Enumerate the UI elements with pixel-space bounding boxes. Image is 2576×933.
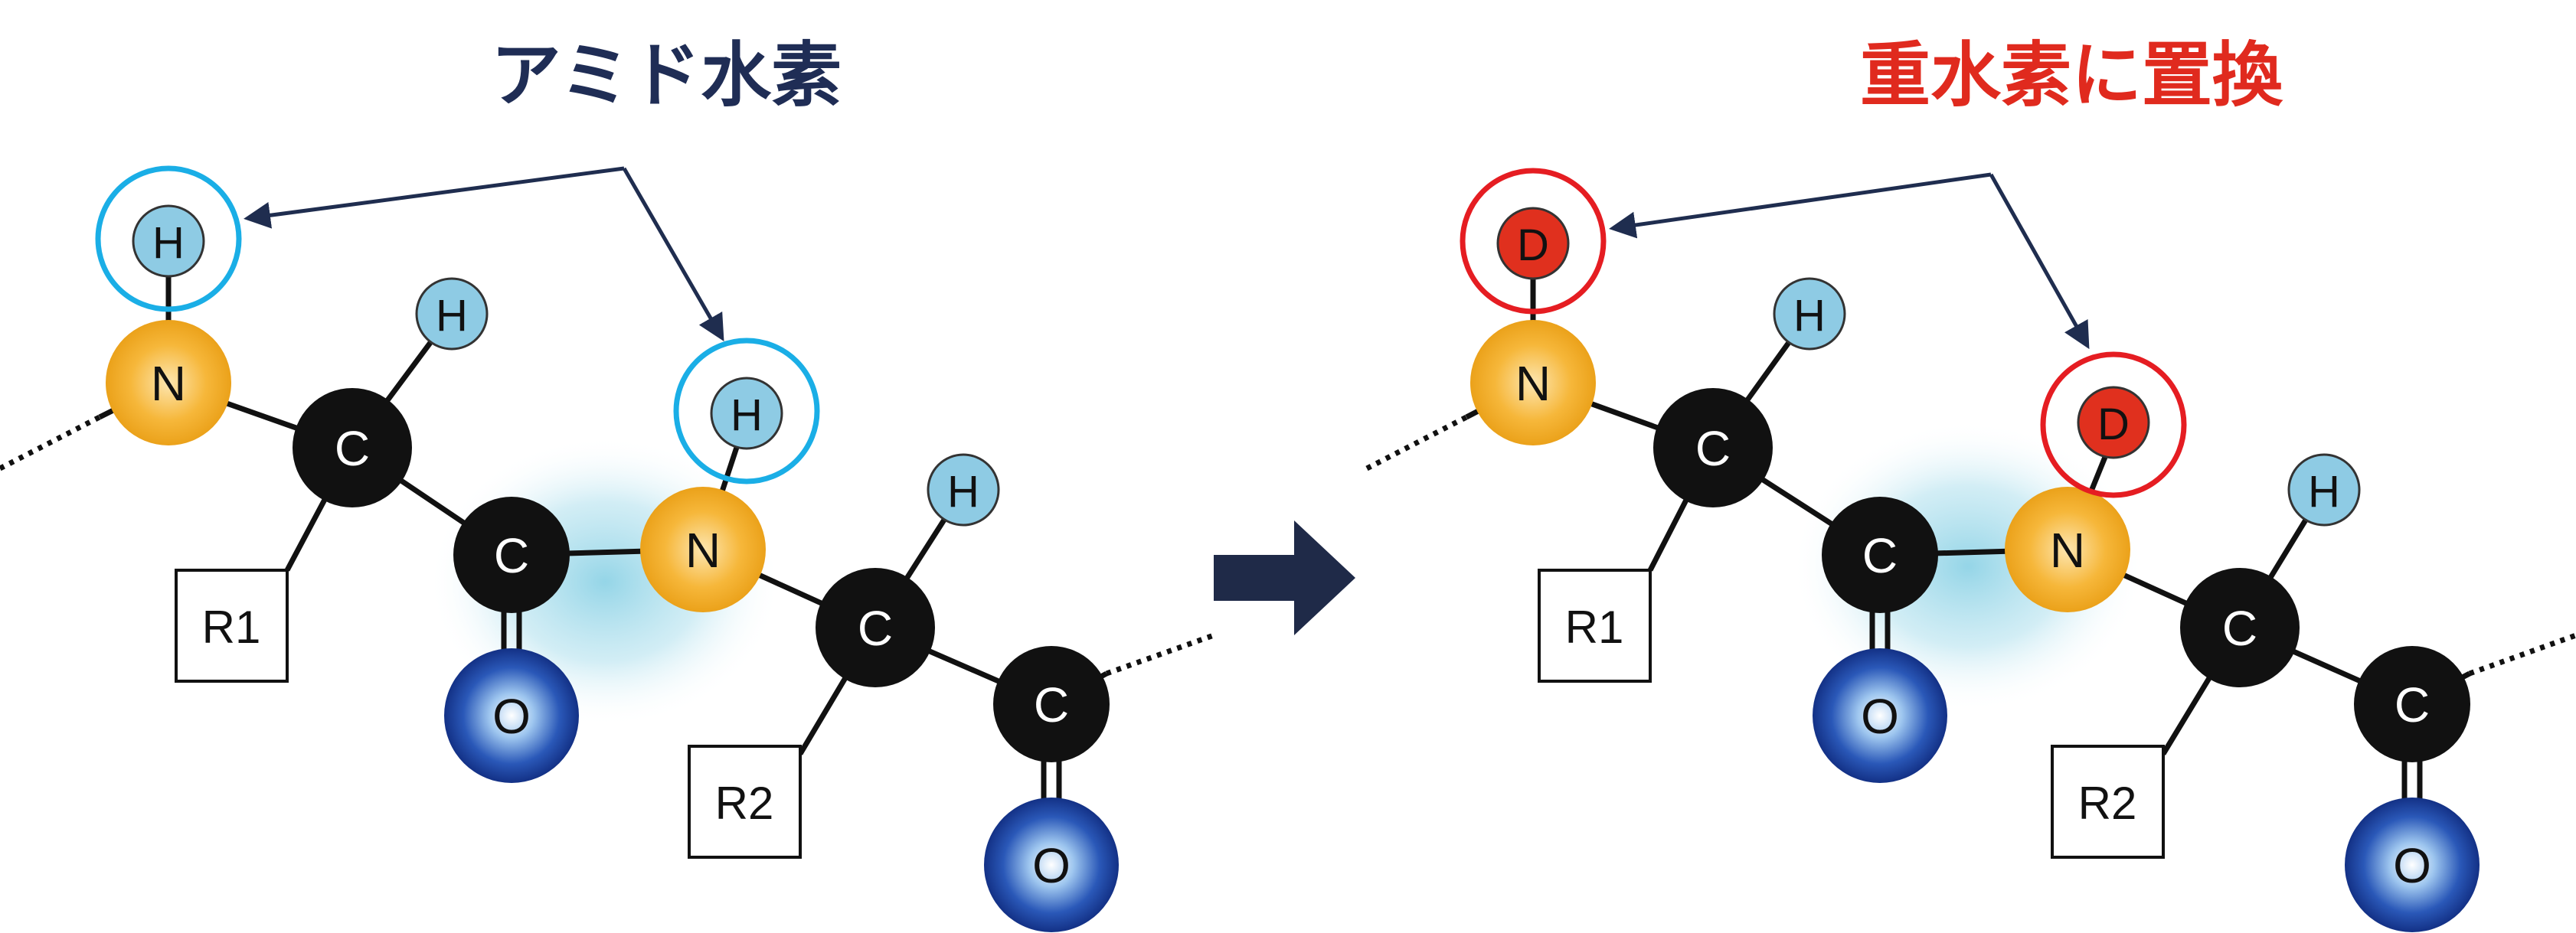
atom-c-carbonyl-right-2: C [2354,646,2470,762]
svg-text:C: C [1034,677,1069,732]
atom-o-1: O [444,648,579,783]
r2-label-right: R2 [2078,778,2137,829]
svg-text:O: O [2393,838,2431,893]
chain-end-dotted-right [2468,632,2576,677]
svg-text:H: H [436,291,468,341]
left-panel: アミド水素 R1 [0,34,1215,932]
atom-h-alpha-2: H [927,453,1000,527]
atom-n-right-1: N [1470,320,1596,445]
atom-c-alpha-2: C [816,568,935,687]
left-title: アミド水素 [491,34,842,116]
atom-h-alpha-1: H [415,277,489,351]
svg-text:C: C [2395,677,2430,732]
atom-d-amide-1: D [1496,207,1570,280]
pointer-arrow-right-1 [1609,172,1992,239]
svg-text:H: H [731,390,763,440]
svg-text:D: D [2097,400,2130,449]
svg-text:H: H [152,218,185,268]
pointer-arrow-right-2 [1989,173,2090,350]
svg-text:C: C [858,601,893,656]
atom-h-alpha-right-2: H [2287,453,2361,527]
atom-h-amide-2: H [710,377,783,450]
atom-h-alpha-right-1: H [1773,277,1846,351]
atom-n-1: N [106,320,231,445]
svg-text:N: N [2050,523,2085,578]
atom-o-right-2: O [2345,798,2480,932]
atom-c-alpha-right-2: C [2180,568,2300,687]
highlight-ring-right-1 [1460,168,1607,315]
svg-text:O: O [1861,689,1899,744]
chain-start-dotted-right [1365,414,1468,471]
pointer-arrow-left-1 [244,166,625,229]
chain-end-dotted [1105,632,1215,677]
atom-n-2: N [640,487,766,612]
r1-label: R1 [202,602,261,653]
svg-text:C: C [2222,601,2257,656]
chain-start-dotted [0,414,101,471]
pointer-arrow-left-2 [622,167,724,342]
highlight-ring-2 [673,338,820,484]
atom-h-amide-1: H [132,204,205,278]
highlight-ring-1 [95,165,242,312]
atom-c-alpha-right-1: C [1653,388,1773,507]
r2-group: R2 [688,745,802,859]
highlight-ring-right-2 [2040,351,2187,498]
atom-c-alpha-1: C [293,388,412,507]
svg-text:C: C [1862,528,1898,583]
right-panel: 重水素に置換 R1 [1365,34,2576,932]
svg-text:H: H [1793,291,1826,341]
atom-o-2: O [984,798,1119,932]
svg-text:C: C [494,528,529,583]
r1-group-right: R1 [1538,569,1652,683]
r1-group: R1 [175,569,289,683]
atom-c-carbonyl-1: C [453,497,570,613]
atom-c-carbonyl-right-1: C [1822,497,1938,613]
svg-text:C: C [1695,421,1731,476]
svg-text:N: N [1515,356,1551,411]
right-title: 重水素に置換 [1860,34,2283,116]
atom-d-amide-2: D [2077,386,2150,459]
r2-group-right: R2 [2051,745,2165,859]
svg-text:D: D [1517,220,1549,270]
svg-text:O: O [1032,838,1071,893]
r2-label: R2 [715,778,774,829]
svg-text:C: C [335,421,370,476]
r1-label-right: R1 [1565,602,1624,653]
svg-text:O: O [492,689,531,744]
atom-o-right-1: O [1813,648,1947,783]
atom-c-carbonyl-2: C [993,646,1110,762]
svg-text:N: N [685,523,721,578]
atom-n-right-2: N [2005,487,2130,612]
svg-text:H: H [947,467,979,517]
svg-text:H: H [2308,467,2340,517]
svg-text:N: N [151,356,186,411]
right-arrow-icon [1214,520,1355,635]
